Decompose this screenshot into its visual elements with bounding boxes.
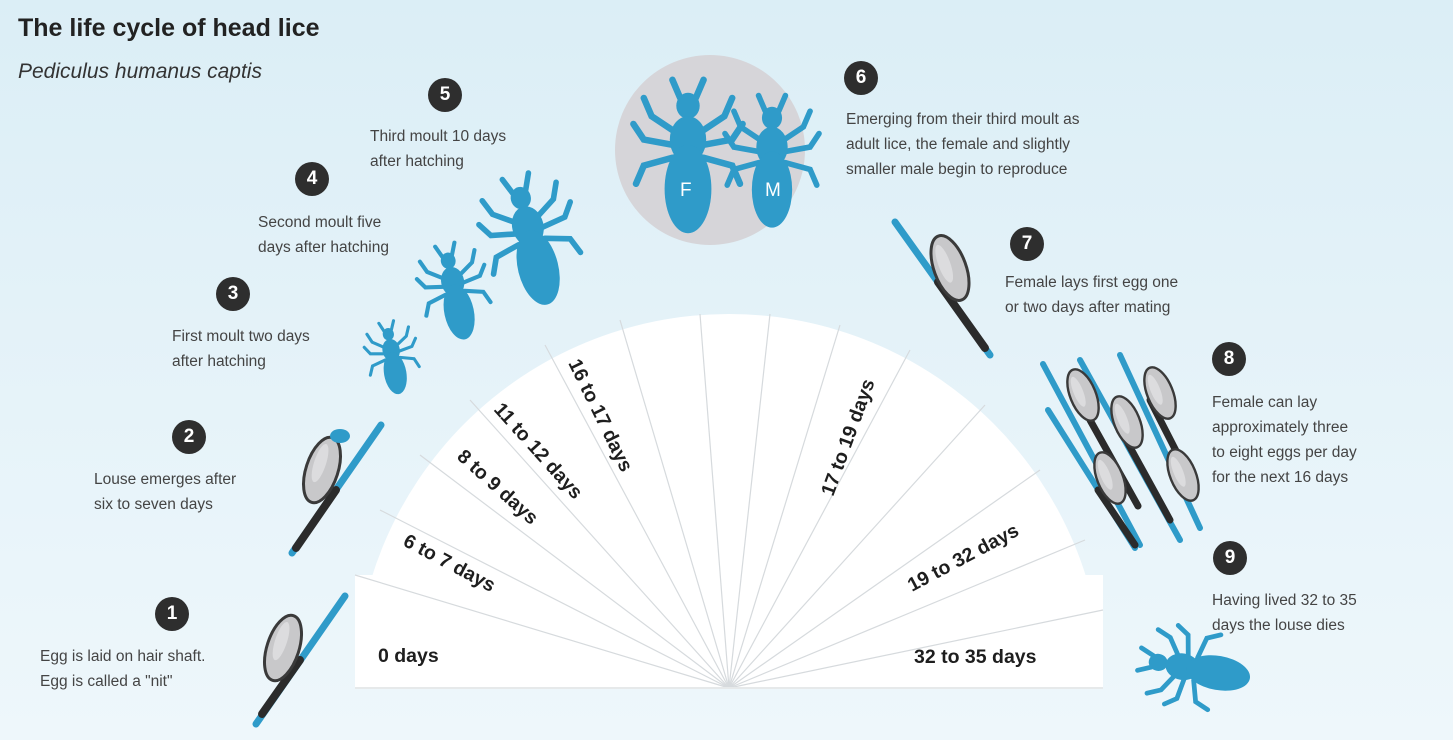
stage-8-badge: 8	[1212, 342, 1246, 376]
stage-9-description: Having lived 32 to 35 days the louse die…	[1212, 588, 1357, 638]
timeline-fan	[355, 314, 1103, 688]
first-egg-illustration	[895, 222, 990, 355]
hatching-louse-illustration	[292, 425, 381, 553]
stage-5-description: Third moult 10 days after hatching	[370, 124, 506, 174]
stage-4-description: Second moult five days after hatching	[258, 210, 389, 260]
nymph-second-moult-illustration	[411, 238, 498, 347]
stage-1-description: Egg is laid on hair shaft. Egg is called…	[40, 644, 205, 694]
adult-lice-circle	[615, 55, 819, 245]
stage-8-description: Female can lay approximately three to ei…	[1212, 390, 1357, 490]
many-eggs-illustration	[1043, 355, 1205, 548]
stage-1-badge: 1	[155, 597, 189, 631]
stage-2-badge: 2	[172, 420, 206, 454]
stage-7-description: Female lays first egg one or two days af…	[1005, 270, 1178, 320]
timeline-label-0: 0 days	[378, 645, 439, 667]
stage-4-badge: 4	[295, 162, 329, 196]
stage-6-badge: 6	[844, 61, 878, 95]
nymph-first-moult-illustration	[361, 318, 425, 399]
female-label: F	[680, 180, 692, 201]
stage-7-badge: 7	[1010, 227, 1044, 261]
egg-on-hair-illustration	[256, 596, 345, 724]
timeline-label-7: 32 to 35 days	[914, 646, 1037, 668]
stage-6-description: Emerging from their third moult as adult…	[846, 107, 1079, 182]
male-label: M	[765, 180, 781, 201]
nymph-third-moult-illustration	[470, 165, 593, 316]
stage-3-badge: 3	[216, 277, 250, 311]
stage-5-badge: 5	[428, 78, 462, 112]
stage-3-description: First moult two days after hatching	[172, 324, 310, 374]
stage-2-description: Louse emerges after six to seven days	[94, 467, 236, 517]
stage-9-badge: 9	[1213, 541, 1247, 575]
